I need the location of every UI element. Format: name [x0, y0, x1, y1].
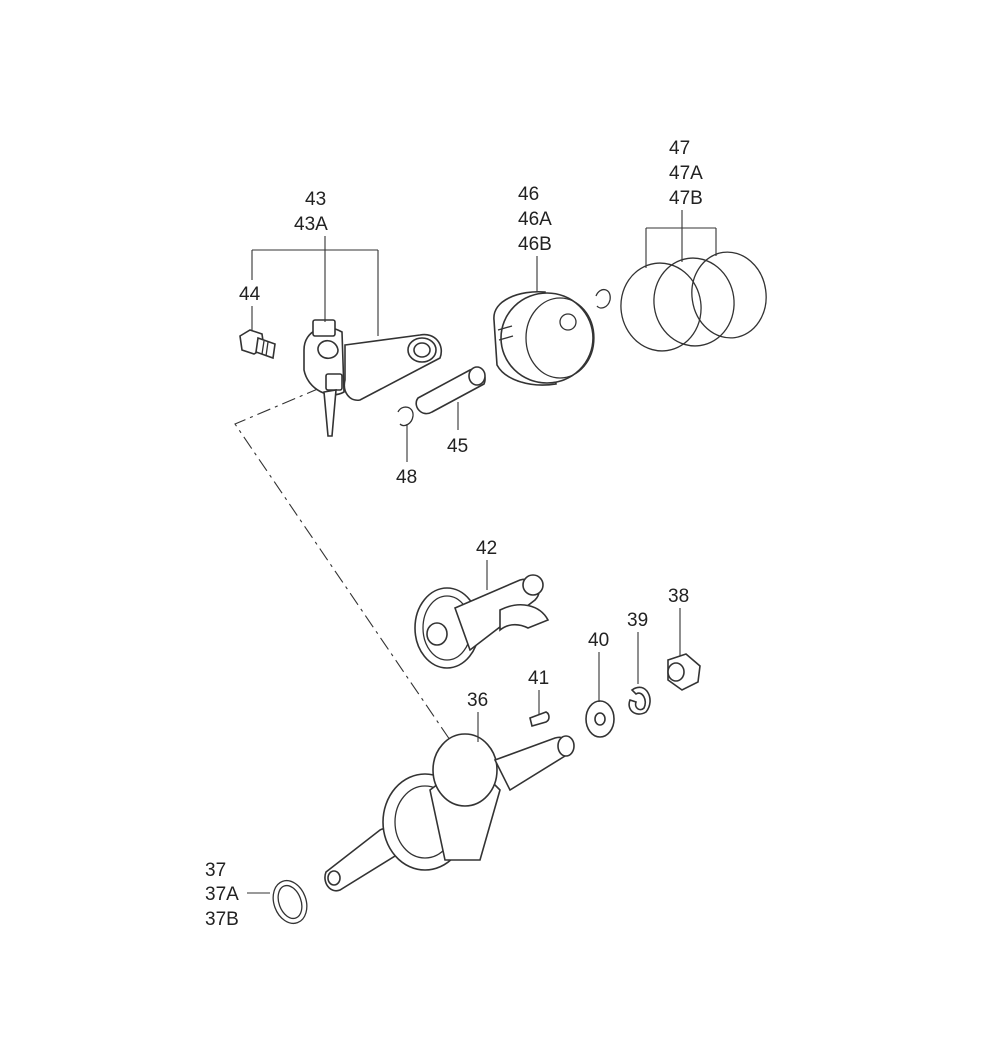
part-48-circlip-right[interactable]: [595, 289, 611, 309]
label-41: 41: [528, 668, 549, 689]
label-43a: 43A: [294, 214, 328, 235]
part-36-crankshaft[interactable]: [324, 733, 575, 892]
part-39-spring-washer[interactable]: [628, 686, 651, 715]
part-43-connecting-rod[interactable]: [303, 319, 442, 437]
part-46-piston[interactable]: [493, 290, 595, 386]
part-37-o-ring[interactable]: [267, 876, 312, 928]
part-47-piston-rings[interactable]: [615, 247, 771, 356]
label-47a: 47A: [669, 163, 703, 184]
callout-labels: 43 43A 44 45 46 46A 46B 47 47A 47B 48 42…: [205, 138, 703, 930]
label-47: 47: [669, 138, 690, 159]
label-38: 38: [668, 586, 689, 607]
label-45: 45: [447, 436, 468, 457]
label-47b: 47B: [669, 188, 703, 209]
part-48-circlip[interactable]: [397, 406, 414, 427]
label-44: 44: [239, 284, 261, 305]
label-37b: 37B: [205, 909, 239, 930]
label-46b: 46B: [518, 234, 552, 255]
label-46a: 46A: [518, 209, 552, 230]
label-48: 48: [396, 467, 417, 488]
label-42: 42: [476, 538, 497, 559]
label-39: 39: [627, 610, 648, 631]
part-41-key[interactable]: [529, 711, 550, 727]
alignment-centerline: [234, 387, 451, 741]
part-38-nut[interactable]: [667, 653, 701, 691]
leader-lines: [247, 210, 717, 894]
part-40-washer[interactable]: [585, 700, 615, 738]
part-42-camshaft[interactable]: [414, 574, 550, 669]
part-45-piston-pin[interactable]: [415, 366, 486, 415]
label-40: 40: [588, 630, 609, 651]
label-46: 46: [518, 184, 539, 205]
label-36: 36: [467, 690, 488, 711]
label-43: 43: [305, 189, 326, 210]
label-37a: 37A: [205, 884, 239, 905]
label-37: 37: [205, 860, 226, 881]
part-44-bolt[interactable]: [239, 329, 276, 360]
